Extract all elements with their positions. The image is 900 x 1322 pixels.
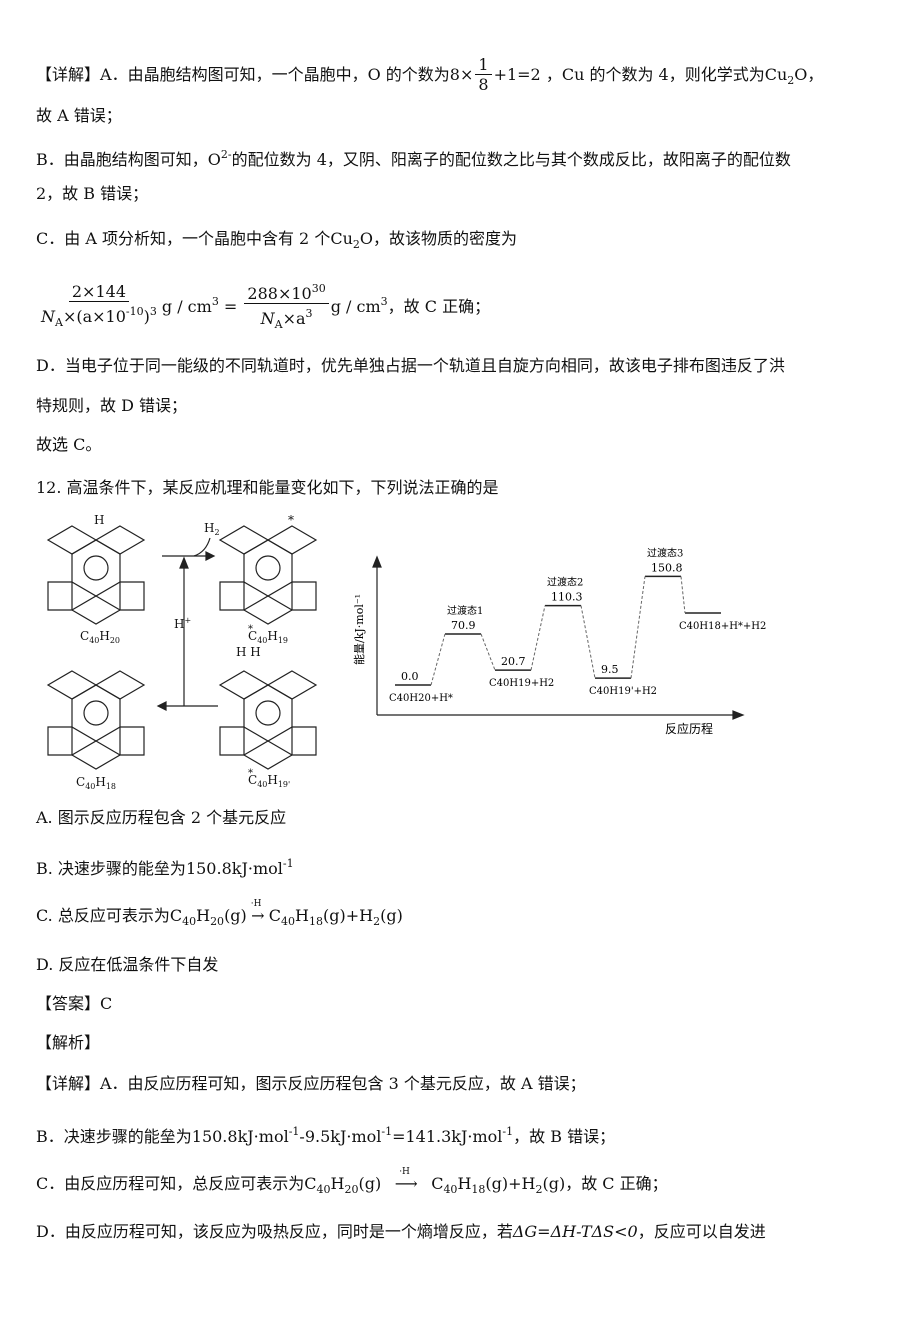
label-c40h19: C40H19	[248, 629, 288, 645]
option-b[interactable]: B. 决速步骤的能垒为150.8kJ·mol-1	[36, 857, 294, 878]
energy-species-label: 过渡态1	[447, 604, 483, 617]
question-12-stem: 12. 高温条件下，某反应机理和能量变化如下，下列说法正确的是	[36, 478, 499, 497]
explain-a-line2: 故 A 错误；	[36, 106, 122, 125]
energy-connector	[680, 576, 686, 614]
h-label: H	[94, 513, 104, 527]
detail-b: B．决速步骤的能垒为150.8kJ·mol-1-9.5kJ·mol-1=141.…	[36, 1125, 616, 1146]
energy-connector	[580, 605, 596, 679]
molecule-c40h20	[46, 525, 146, 625]
energy-connector	[630, 576, 646, 679]
detail-c: C．由反应历程可知，总反应可表示为C40H20(g)·H⟶C40H18(g)+H…	[36, 1167, 668, 1196]
label-c40h18: C40H18	[76, 775, 116, 791]
energy-value-label: 110.3	[551, 591, 583, 604]
svg-text:*: *	[248, 624, 253, 635]
explain-d-line2: 特规则，故 D 错误；	[36, 396, 188, 415]
h2-label: H2	[204, 521, 220, 537]
option-c[interactable]: C. 总反应可表示为C40H20(g)·H→C40H18(g)+H2(g)	[36, 899, 403, 928]
energy-connector	[530, 605, 546, 671]
radical-star: *	[288, 513, 294, 527]
energy-connector	[480, 633, 496, 671]
analysis-label: 【解析】	[36, 1033, 101, 1052]
energy-value-label: 150.8	[651, 561, 683, 574]
detail-a: 【详解】A．由反应历程可知，图示反应历程包含 3 个基元反应，故 A 错误；	[36, 1074, 586, 1093]
h2-release-arrow	[193, 537, 211, 557]
energy-species-label: C40H19'+H2	[589, 686, 657, 697]
energy-value-label: 20.7	[501, 655, 526, 668]
explain-b-line1: B．由晶胞结构图可知，O2-的配位数为 4，又阴、阳离子的配位数之比与其个数成反…	[36, 148, 791, 169]
detail-d: D．由反应历程可知，该反应为吸热反应，同时是一个熵增反应，若ΔG=ΔH-TΔS<…	[36, 1222, 766, 1241]
energy-connector	[430, 633, 446, 686]
energy-species-label: 过渡态2	[547, 576, 583, 589]
answer-select: 故选 C。	[36, 435, 102, 454]
explain-c-line1: C．由 A 项分析知，一个晶胞中含有 2 个Cu2O，故该物质的密度为	[36, 229, 517, 251]
label-c40h20: C40H20	[80, 629, 120, 645]
energy-species-label: 过渡态3	[647, 546, 683, 559]
explain-b-line2: 2，故 B 错误；	[36, 184, 149, 203]
molecule-c40h18	[46, 670, 146, 770]
hh-label: H H	[236, 645, 261, 659]
energy-value-label: 70.9	[451, 619, 476, 632]
energy-value-label: 9.5	[601, 663, 619, 676]
answer-label: 【答案】C	[36, 994, 113, 1013]
reaction-mechanism-diagram: H H2 * H+ C40H20 * C40H19 H H * C40H19' …	[46, 513, 318, 791]
h-plus-label: H+	[174, 616, 191, 631]
option-a[interactable]: A. 图示反应历程包含 2 个基元反应	[36, 808, 287, 827]
energy-species-label: C40H19+H2	[489, 678, 554, 689]
energy-value-label: 0.0	[401, 670, 419, 683]
option-d[interactable]: D. 反应在低温条件下自发	[36, 955, 219, 974]
energy-species-label: C40H18+H*+H2	[679, 621, 766, 632]
x-axis-label: 反应历程	[665, 721, 713, 736]
energy-species-label: C40H20+H*	[389, 693, 453, 704]
molecule-c40h19-prime	[218, 670, 318, 770]
molecule-c40h19	[218, 525, 318, 625]
svg-text:*: *	[248, 768, 253, 779]
label-c40h19-prime: C40H19'	[248, 773, 290, 789]
y-axis-label: 能量/kJ·mol⁻¹	[352, 594, 366, 665]
explain-d-line1: D．当电子位于同一能级的不同轨道时，优先单独占据一个轨道且自旋方向相同，故该电子…	[36, 356, 785, 375]
